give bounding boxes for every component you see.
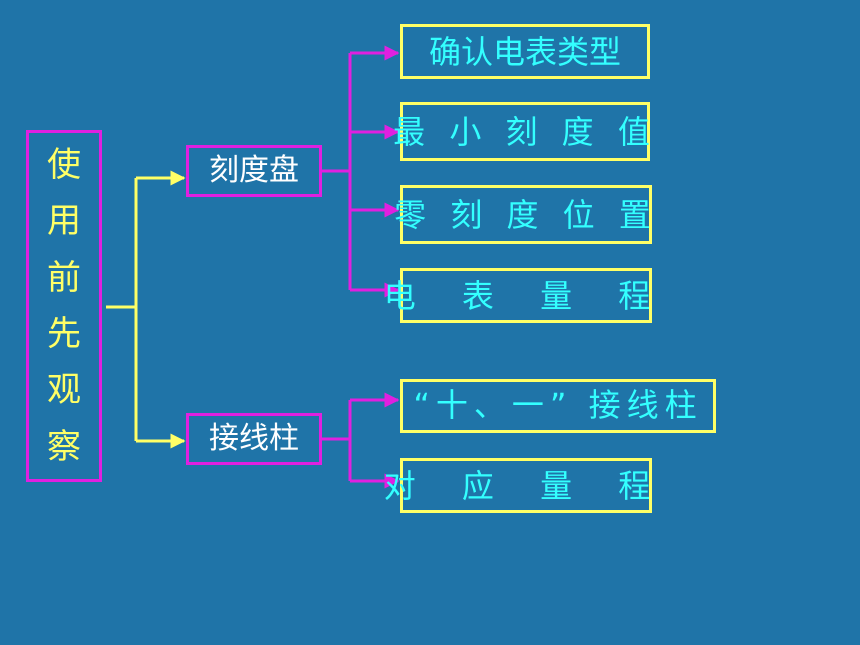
branch-node-dial: 刻度盘 xyxy=(186,145,322,197)
root-char: 前 xyxy=(47,257,81,298)
leaf-node: 电 表 量 程 xyxy=(384,268,652,323)
leaf-node: 确认电表类型 xyxy=(400,24,650,79)
root-char: 用 xyxy=(47,201,81,242)
leaf-label: “十、一” 接线柱 xyxy=(413,386,703,424)
leaf-node: 最 小 刻 度 值 xyxy=(393,102,650,161)
root-char: 使 xyxy=(47,145,81,186)
root-node: 使 用 前 先 观 察 xyxy=(26,130,102,482)
root-char: 观 xyxy=(47,370,81,411)
leaf-node: 零 刻 度 位 置 xyxy=(394,185,652,244)
leaf-node: “十、一” 接线柱 xyxy=(400,379,716,433)
root-connector xyxy=(106,170,186,449)
branch1-connector xyxy=(322,45,400,298)
root-char: 先 xyxy=(47,314,81,355)
branch2-connector xyxy=(322,392,400,489)
branch-node-terminal: 接线柱 xyxy=(186,413,322,465)
leaf-node: 对 应 量 程 xyxy=(384,458,652,513)
root-char: 察 xyxy=(47,426,81,467)
